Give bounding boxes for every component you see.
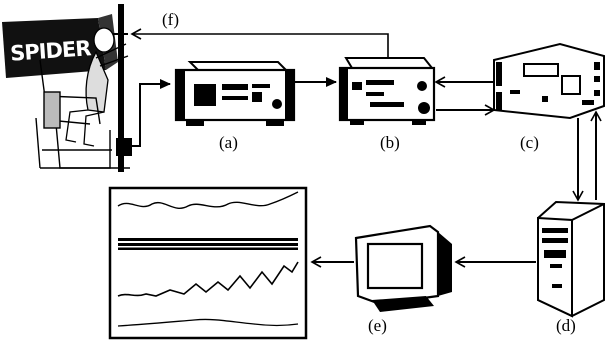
device-d: (d) [537, 200, 605, 335]
device-a: (a) [174, 61, 296, 152]
signal-display [108, 186, 308, 340]
label-c: (c) [520, 133, 539, 152]
label-a: (a) [219, 133, 238, 152]
label-b: (b) [380, 133, 400, 152]
label-f: (f) [162, 10, 179, 29]
chair [35, 59, 130, 169]
link-subject-to-a [132, 79, 171, 147]
label-d: (d) [556, 316, 576, 335]
device-e: (e) [354, 224, 452, 335]
subject-station: SPIDER [2, 4, 132, 172]
sensor-box [116, 138, 132, 156]
trace-2 [118, 238, 298, 250]
connections: (f) [130, 10, 602, 268]
link-b-to-subject [130, 28, 389, 58]
support-pole [118, 4, 124, 172]
trace-4 [117, 318, 299, 327]
device-c: (c) [493, 42, 605, 152]
trace-1 [117, 191, 299, 209]
spider-sign-text: SPIDER [9, 36, 92, 66]
device-b: (b) [338, 57, 436, 152]
seated-person [65, 27, 129, 147]
label-e: (e) [368, 316, 387, 335]
trace-3 [117, 261, 299, 297]
